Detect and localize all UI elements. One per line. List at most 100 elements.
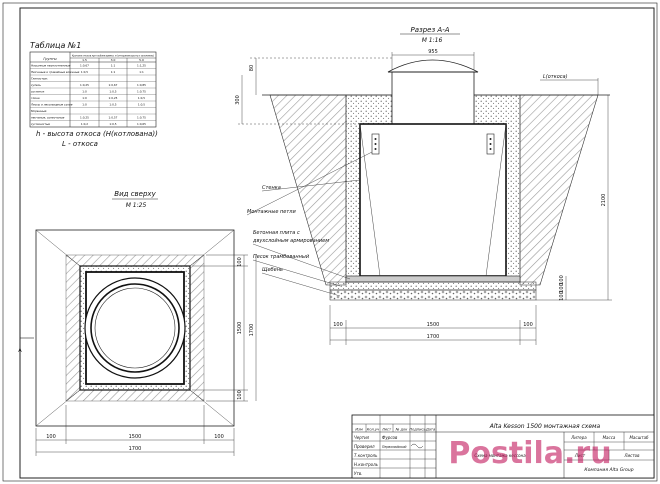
section-dimensions: 955 80 300 2100 L(откоса) 100 100 100 10… — [235, 49, 612, 345]
table-col-ground: Грунты — [43, 57, 57, 61]
concrete-slab — [345, 275, 521, 283]
dim-top-width: 955 — [428, 49, 438, 55]
table-depth-2: 3.0 — [111, 58, 116, 62]
stamp-title: Alta Kesson 1500 монтажная схема — [489, 423, 601, 430]
table-row-value: 1:0,25 — [109, 96, 118, 100]
stamp-h-kol: Кол.уч — [367, 428, 379, 432]
table-note-h: h - высота откоса (Н(котлована)) — [36, 130, 158, 138]
plan-inner-ring — [94, 287, 176, 369]
stamp-mass: Масса — [603, 435, 616, 440]
stamp-h-list: Лист — [381, 428, 392, 432]
stamp-role-4: Н.контроль — [354, 462, 379, 467]
plan-dim-v100: 100 — [237, 257, 243, 267]
table-row-value: 1:0,5 — [138, 96, 145, 100]
table-row-name: Лессы и лессовидные сухие — [30, 103, 73, 107]
table-1: Таблица №1 Грунты Крутизна откосов при г… — [29, 41, 158, 148]
leader-sand: Песок трамбованный — [253, 254, 310, 260]
dim-300: 300 — [235, 95, 241, 105]
table-row-value: 1:0,75 — [137, 90, 146, 94]
table-row-value: 1:0,2 — [81, 122, 88, 126]
table-row-value: 1:0,67 — [80, 64, 89, 68]
stamp-h-izm: Изм — [355, 428, 363, 432]
table-row-value: 1:1 — [111, 70, 116, 74]
table-row-name: супесь — [31, 83, 41, 87]
section-marker-left: А — [18, 348, 22, 354]
gravel-layer — [329, 289, 537, 301]
stamp-sheet: Лист — [574, 453, 586, 458]
dim-section-1700: 1700 — [427, 334, 440, 340]
leader-slab-1: Бетонная плита с — [253, 230, 300, 236]
table-row-value: 1:0,5 — [109, 122, 116, 126]
caisson-body — [359, 123, 507, 277]
table-row-value: 1:0,5 — [138, 103, 145, 107]
stamp-h-sign: Подпись — [409, 428, 425, 432]
leader-slab-2: двухслойным армированием — [252, 238, 329, 244]
section-scale: М 1:16 — [422, 37, 443, 44]
plan-title: Вид сверху — [114, 190, 156, 198]
plan-view: Вид сверху М 1:25 А 100 1500 100 1700 — [18, 190, 257, 456]
dim-section-100b: 100 — [523, 322, 533, 328]
table-row-name: суглинистые — [31, 122, 50, 126]
dim-section-100: 100 — [333, 322, 343, 328]
table-row-value: 1:0,85 — [137, 83, 146, 87]
table-row-value: 1:0,5 — [109, 90, 116, 94]
stamp-litera: Литера — [570, 435, 587, 440]
signature — [410, 443, 424, 449]
caisson-lid — [387, 59, 479, 73]
table-row-name: суглинок — [31, 90, 45, 94]
table-row-value: 1:0,5 — [109, 103, 116, 107]
leader-loops: Монтажные петли — [247, 209, 296, 215]
dim-r100c: 100 — [559, 291, 565, 301]
loop-right — [486, 133, 495, 155]
plan-neck-ring — [90, 283, 180, 373]
table-row-value: 1:1,25 — [137, 64, 146, 68]
stamp-sheets: Листов — [624, 453, 641, 458]
table-row-name: Песчаные и гравийные влажные — [31, 70, 80, 74]
dim-2100: 2100 — [601, 194, 607, 207]
plan-dimensions: 100 1500 100 1700 100 1500 100 1700 — [35, 254, 257, 456]
table-row-name: Глинистые: — [31, 77, 48, 81]
dim-L: L(откоса) — [543, 74, 568, 80]
watermark: Postila.ru — [448, 436, 611, 471]
dim-section-1500: 1500 — [427, 322, 440, 328]
section-leaders: Стенка Монтажные петли Бетонная плита с … — [246, 151, 373, 297]
dim-r100b: 100 — [559, 283, 565, 293]
stamp-role-5: Утв. — [354, 471, 362, 476]
table-row-value: 1:0,57 — [109, 116, 118, 120]
stamp-subtitle: Схема монтажа кессона — [474, 453, 526, 458]
table-row-value: 1:0,25 — [80, 116, 89, 120]
loop-left — [371, 133, 380, 155]
stamp-h-date: Дата — [425, 428, 435, 432]
table-row-name: глина — [31, 96, 40, 100]
sand-layer — [329, 281, 537, 291]
dim-80: 80 — [249, 65, 255, 71]
stamp-role-2: Проверил — [354, 444, 375, 449]
plan-scale: М 1:25 — [126, 202, 147, 209]
table-depth-1: 1.5 — [82, 58, 87, 62]
stamp-h-doc: № док — [395, 428, 409, 432]
plan-dim-100r: 100 — [214, 434, 224, 440]
plan-dim-v1500: 1500 — [237, 322, 243, 335]
stamp-role-3: Т.контроль — [354, 453, 378, 458]
inner-frame — [19, 7, 655, 479]
table-row-value: 1:1 — [139, 70, 144, 74]
leader-wall: Стенка — [262, 185, 281, 191]
caisson-neck — [391, 71, 475, 125]
table-row-value: 1:0,65 — [137, 122, 146, 126]
plan-dim-1500: 1500 — [129, 434, 142, 440]
stamp-name-2: Первомайский — [382, 445, 406, 449]
table-row-value: 1:0 — [82, 103, 87, 107]
plan-dim-1700: 1700 — [129, 446, 142, 452]
table-row-value: 1:0 — [82, 96, 87, 100]
table-row-value: 1:0,67 — [109, 83, 118, 87]
stamp-role-1: Чертил — [354, 435, 370, 440]
plan-dim-v1700: 1700 — [249, 324, 255, 337]
stamp-scale: Масштаб — [629, 435, 649, 440]
plan-dim-100: 100 — [46, 434, 56, 440]
table-depth-3: 5.0 — [139, 58, 144, 62]
table-title: Таблица №1 — [30, 41, 81, 50]
stamp-border — [351, 414, 655, 479]
